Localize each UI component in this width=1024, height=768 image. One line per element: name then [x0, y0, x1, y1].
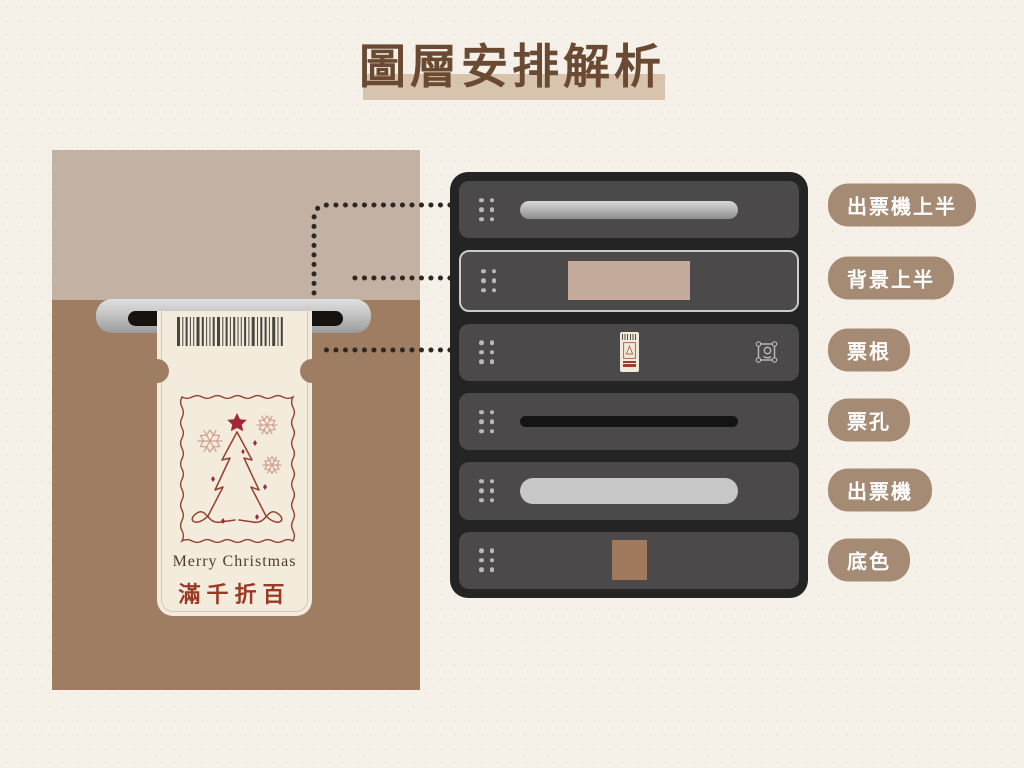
layer-thumb-light-gray-pill — [520, 477, 738, 504]
layer-row-background-top[interactable] — [459, 250, 799, 312]
title-highlight-bar — [363, 74, 665, 100]
page-title: 圖層安排解析 — [359, 40, 665, 93]
mini-barcode — [621, 334, 637, 341]
layer-row-machine-top[interactable] — [459, 181, 799, 239]
layer-row-machine[interactable] — [459, 462, 799, 520]
frame-icon — [755, 341, 778, 364]
wavy-stamp-border — [179, 394, 296, 544]
layer-row-ticket-hole[interactable] — [459, 392, 799, 451]
snowflake-icon — [262, 456, 282, 474]
layer-thumb-mini-ticket — [619, 332, 639, 373]
layers-panel — [450, 172, 808, 598]
mini-text-line — [622, 361, 636, 364]
snowflake-icon — [197, 429, 223, 453]
label-ticket-stub: 票根 — [828, 328, 910, 372]
label-machine-top: 出票機上半 — [828, 183, 976, 227]
snowflake-icon — [256, 415, 278, 435]
label-base-color: 底色 — [828, 538, 910, 582]
layer-thumb-tan-rect — [568, 261, 690, 301]
mini-stamp-frame — [622, 342, 636, 360]
layer-row-base-color[interactable] — [459, 531, 799, 589]
layer-row-ticket-stub[interactable] — [459, 323, 799, 381]
ticket-greeting-text: Merry Christmas — [172, 553, 297, 570]
ticket-notch-left — [145, 359, 169, 383]
drag-handle-icon[interactable] — [479, 197, 494, 222]
mini-text-line — [622, 364, 636, 368]
ticket-promo-text: 滿千折百 — [178, 582, 291, 607]
layer-thumb-black-pill — [520, 416, 738, 428]
background-top-half — [52, 150, 420, 300]
tiny-stars — [211, 440, 267, 524]
design-canvas-preview: Merry Christmas 滿千折百 — [52, 150, 420, 690]
barcode — [177, 317, 283, 346]
ticket-stub: Merry Christmas 滿千折百 — [145, 311, 324, 616]
star-icon — [227, 413, 247, 432]
layer-thumb-gray-pill — [520, 200, 738, 219]
label-machine: 出票機 — [828, 468, 932, 512]
christmas-tree-icon — [191, 431, 283, 523]
label-ticket-hole: 票孔 — [828, 398, 910, 442]
drag-handle-icon[interactable] — [479, 479, 494, 503]
layer-thumb-brown-square — [611, 540, 647, 581]
drag-handle-icon[interactable] — [479, 409, 494, 434]
ticket-notch-right — [300, 359, 324, 383]
drag-handle-icon[interactable] — [481, 269, 496, 293]
christmas-stamp-art — [179, 394, 296, 544]
drag-handle-icon[interactable] — [479, 340, 494, 365]
label-background-top: 背景上半 — [828, 256, 954, 300]
drag-handle-icon[interactable] — [479, 548, 494, 573]
